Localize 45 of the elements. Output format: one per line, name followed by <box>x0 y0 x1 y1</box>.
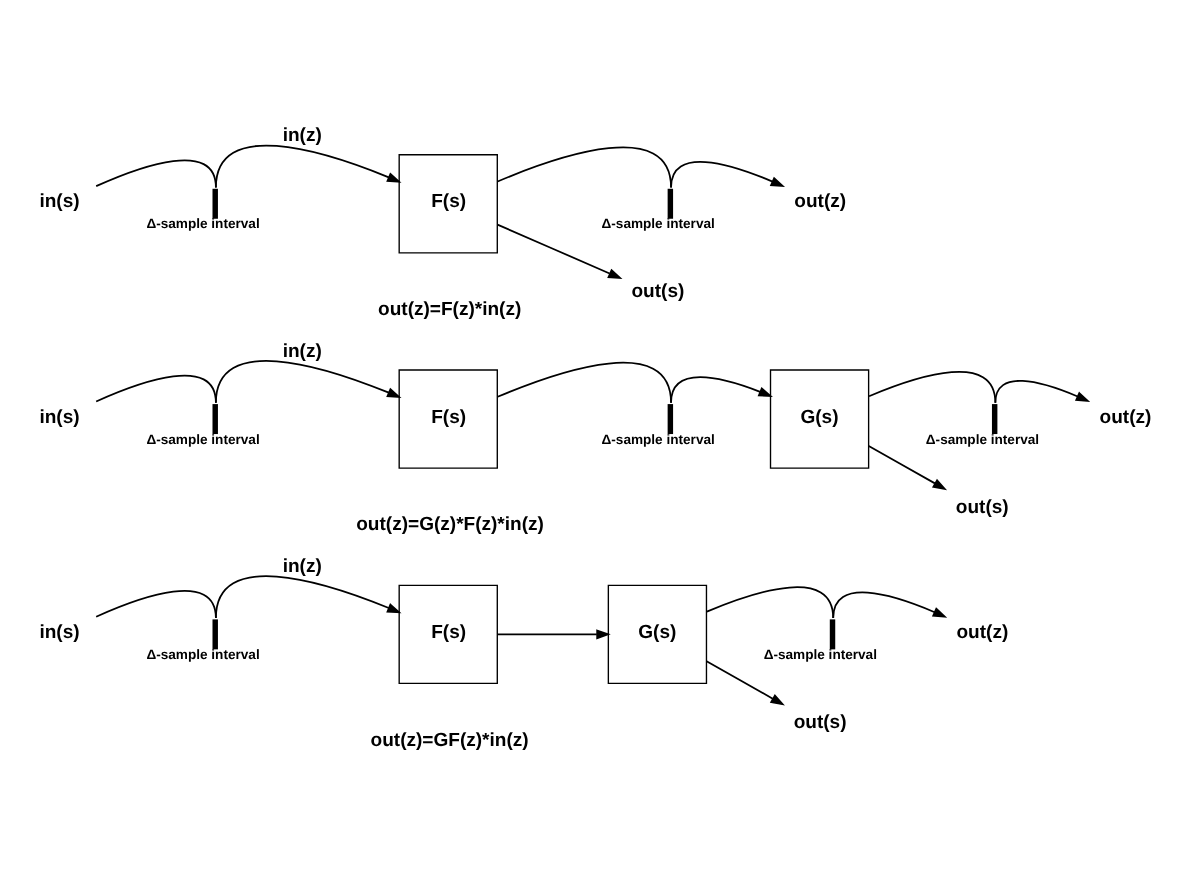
node-switch <box>991 404 998 435</box>
connector <box>95 159 217 189</box>
node-switch <box>212 188 218 219</box>
node-box: G(s) <box>769 369 870 469</box>
arrow <box>867 445 948 491</box>
node-box: F(s) <box>398 154 498 254</box>
node-box: G(s) <box>607 584 708 685</box>
arrow <box>670 161 786 189</box>
node-switch <box>212 404 218 435</box>
arrow <box>832 591 948 619</box>
arrow <box>496 223 623 280</box>
node-text: in(s) <box>39 191 80 214</box>
node-switch <box>667 404 674 435</box>
connector <box>706 586 835 619</box>
arrow <box>705 660 785 706</box>
arrow <box>670 376 773 404</box>
node-text: out(s) <box>793 711 847 734</box>
edge-label: in(z) <box>282 340 322 363</box>
arrow <box>215 144 402 189</box>
node-switch <box>829 619 836 650</box>
node-box: F(s) <box>398 369 498 469</box>
node-box: F(s) <box>398 584 498 685</box>
node-text: in(s) <box>39 406 80 429</box>
label: out(z)=G(z)*F(z)*in(z) <box>356 514 544 537</box>
edge-label: in(z) <box>282 555 322 578</box>
node-text: out(z) <box>1099 406 1152 429</box>
connector <box>95 590 217 619</box>
label: out(z)=F(z)*in(z) <box>378 299 522 322</box>
node-text: in(s) <box>39 622 80 645</box>
connector <box>868 371 997 404</box>
node-text: out(s) <box>631 281 685 304</box>
label: out(z)=GF(z)*in(z) <box>370 729 529 752</box>
edge-label: in(z) <box>282 125 322 148</box>
node-text: out(z) <box>794 191 847 214</box>
connector <box>496 146 672 189</box>
connector <box>496 361 672 404</box>
node-switch <box>667 188 674 219</box>
node-text: out(z) <box>956 622 1009 645</box>
arrow <box>994 380 1091 404</box>
arrow <box>496 629 611 640</box>
arrow <box>215 360 402 404</box>
node-text: out(s) <box>955 496 1009 519</box>
node-switch <box>212 619 218 650</box>
connector <box>95 374 217 404</box>
arrow <box>215 575 402 619</box>
